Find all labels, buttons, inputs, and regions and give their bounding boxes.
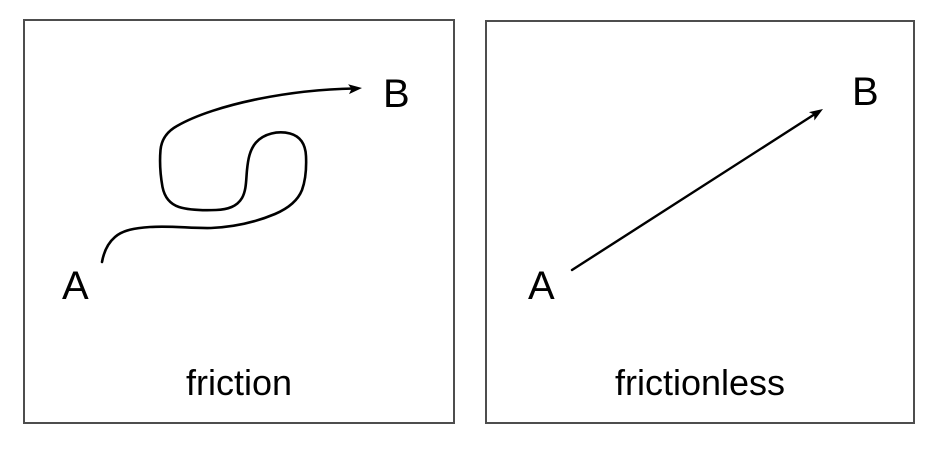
arrowhead-icon bbox=[808, 109, 823, 121]
point-b-label: B bbox=[383, 72, 410, 116]
panel-caption-frictionless: frictionless bbox=[614, 362, 786, 403]
friction-panel: A B friction bbox=[23, 19, 455, 424]
point-b-label: B bbox=[852, 70, 879, 114]
straight-path-icon bbox=[570, 112, 817, 272]
arrowhead-icon bbox=[348, 84, 362, 95]
point-a-label: A bbox=[528, 264, 555, 308]
point-a-label: A bbox=[62, 264, 89, 308]
wandering-path-icon bbox=[100, 87, 356, 264]
panel-caption-friction: friction bbox=[185, 362, 293, 403]
frictionless-panel: A B frictionless bbox=[485, 20, 915, 424]
